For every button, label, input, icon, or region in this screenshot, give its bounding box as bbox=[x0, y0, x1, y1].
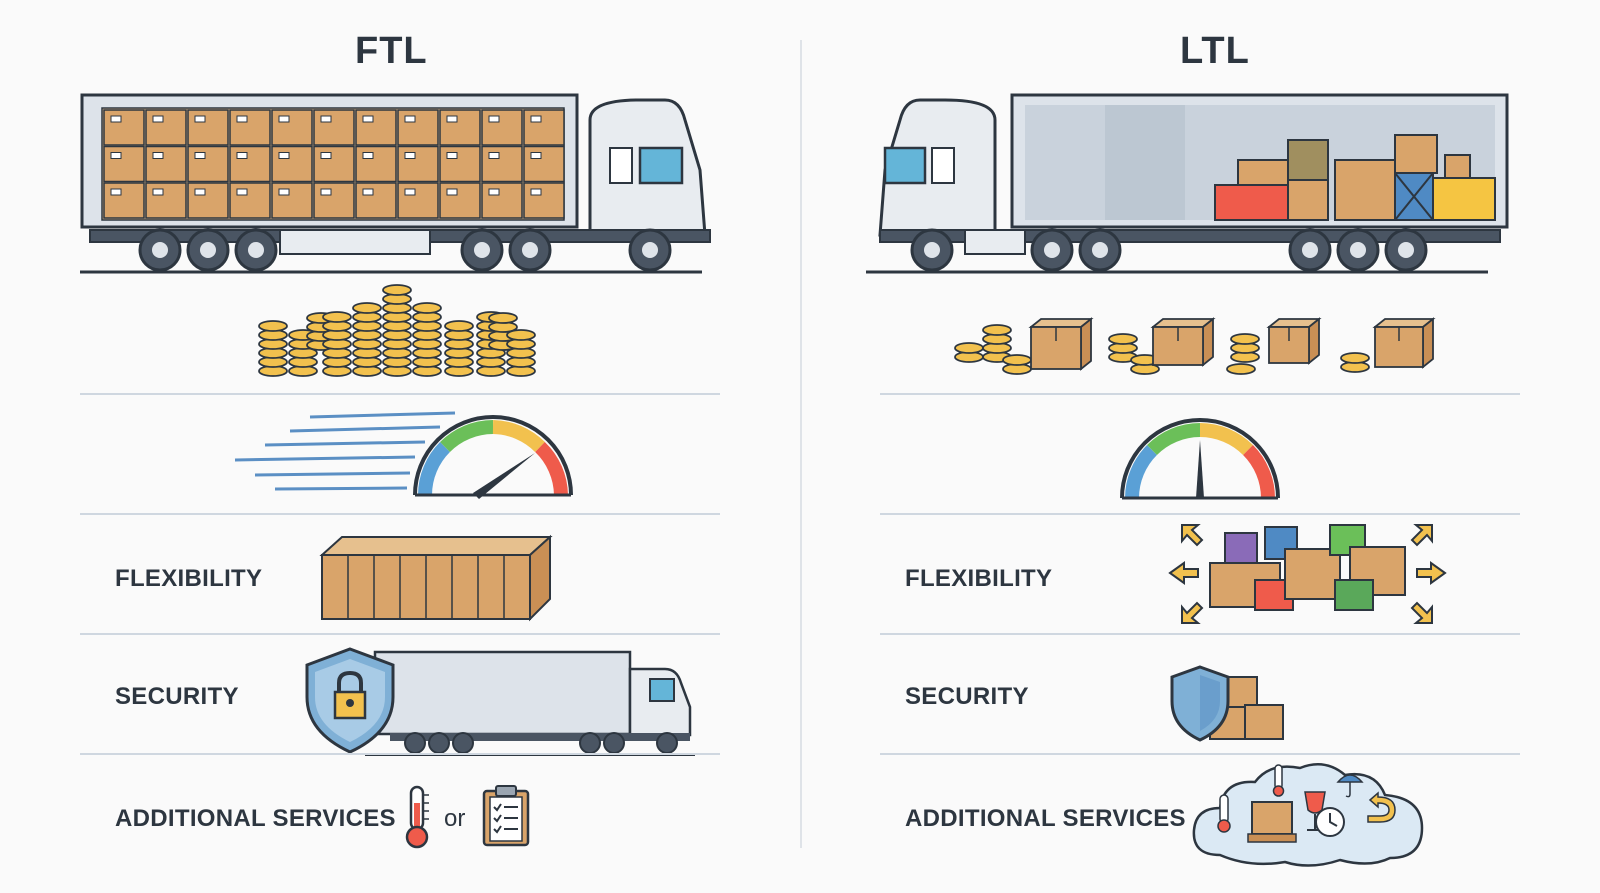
ftl-title: FTL bbox=[355, 30, 428, 72]
ftl-flexibility-label: FLEXIBILITY bbox=[115, 565, 263, 592]
row-separator bbox=[80, 393, 720, 395]
ftl-full-truck-icon bbox=[80, 93, 711, 274]
medium-speedometer-icon bbox=[1120, 418, 1280, 500]
row-separator bbox=[80, 753, 720, 755]
ltl-security-label: SECURITY bbox=[905, 683, 1029, 710]
ltl-additional-services-label: ADDITIONAL SERVICES bbox=[905, 805, 1186, 832]
shield-boxes-icon bbox=[1170, 665, 1284, 742]
checklist-clipboard-icon bbox=[482, 785, 530, 847]
solid-block-cargo-icon bbox=[319, 534, 553, 622]
column-divider bbox=[800, 40, 802, 848]
ftl-additional-services-label: ADDITIONAL SERVICES bbox=[115, 805, 396, 832]
coin-stacks-icon bbox=[258, 284, 536, 377]
services-cloud-icon bbox=[1192, 763, 1424, 867]
ltl-flexibility-label: FLEXIBILITY bbox=[905, 565, 1053, 592]
fast-speedometer-icon bbox=[234, 411, 573, 499]
or-text: or bbox=[444, 805, 466, 832]
row-separator bbox=[80, 513, 720, 515]
row-separator bbox=[880, 393, 1520, 395]
coins-and-boxes-icon bbox=[954, 317, 1436, 375]
thermometer-icon bbox=[405, 785, 429, 849]
row-separator bbox=[880, 633, 1520, 635]
flexible-mixed-boxes-icon bbox=[1168, 524, 1447, 624]
ltl-partial-truck-icon bbox=[866, 93, 1509, 274]
row-separator bbox=[880, 753, 1520, 755]
ftl-security-label: SECURITY bbox=[115, 683, 239, 710]
row-separator bbox=[80, 633, 720, 635]
row-separator bbox=[880, 513, 1520, 515]
ltl-title: LTL bbox=[1180, 30, 1250, 72]
shield-lock-truck-icon bbox=[305, 647, 695, 756]
